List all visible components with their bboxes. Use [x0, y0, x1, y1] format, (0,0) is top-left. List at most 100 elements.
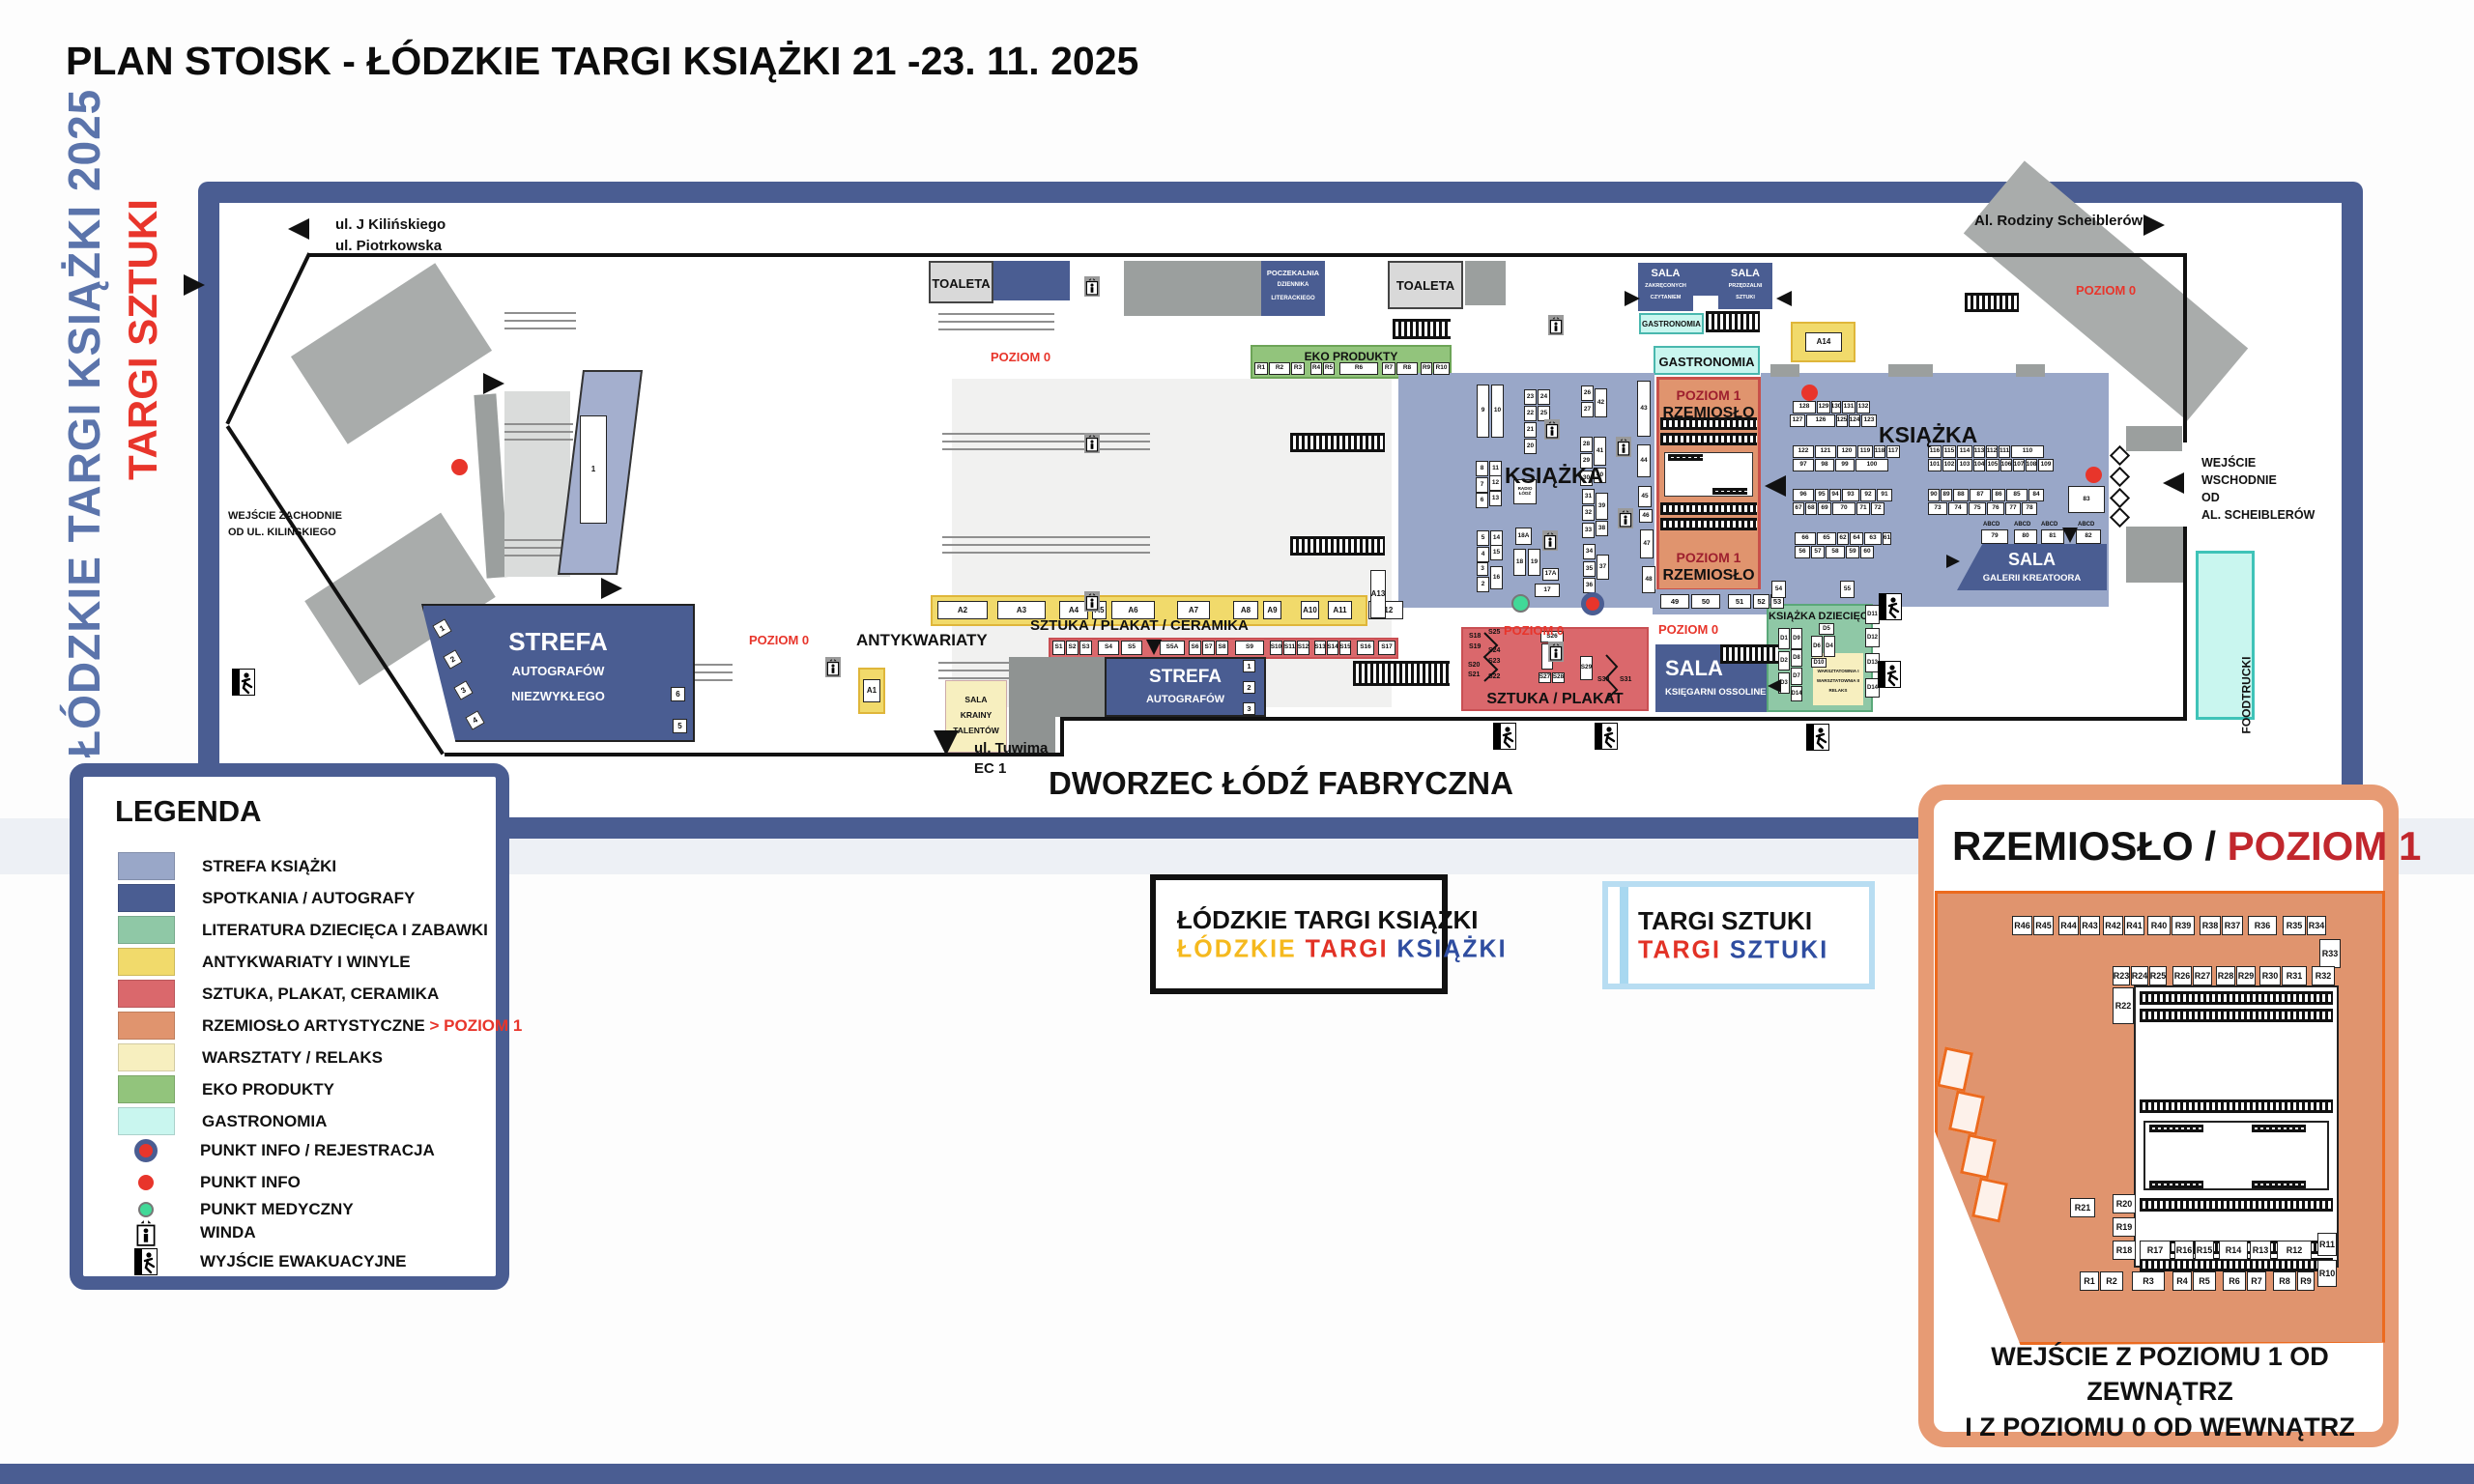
- booth-S16: S16: [1357, 641, 1374, 655]
- booth-R36: R36: [2248, 916, 2277, 935]
- legend-swatch: [118, 1219, 173, 1246]
- inset-caption-line2: I Z POZIOMU 0 OD WEWNĄTRZ: [1965, 1412, 2355, 1441]
- hall-wall: [1060, 717, 1064, 756]
- zone-label: AUTOGRAFÓW: [1145, 694, 1225, 705]
- booth-R11: R11: [2317, 1233, 2337, 1256]
- booth-111: 111: [1999, 445, 2010, 458]
- booth-79: 79: [1981, 529, 2008, 544]
- booth-122: 122: [1793, 445, 1814, 458]
- zone-gray-top-c: [2016, 364, 2045, 377]
- booth-66: 66: [1795, 532, 1816, 545]
- hall-wall: [1060, 717, 2187, 721]
- booth-R23: R23: [2113, 966, 2130, 985]
- legend-swatch: [118, 1137, 173, 1163]
- booth-R16: R16: [2174, 1241, 2194, 1260]
- booth-A6: A6: [1111, 601, 1155, 619]
- map-text: KSIĄŻKA: [1879, 422, 1978, 447]
- booth-75: 75: [1969, 502, 1986, 515]
- booth-48: 48: [1642, 566, 1655, 593]
- booth-103: 103: [1957, 459, 1972, 471]
- entrance-diamond-arrow: [2109, 466, 2131, 488]
- booth-R44: R44: [2058, 916, 2079, 935]
- booth-R12: R12: [2277, 1241, 2312, 1260]
- booth-14: 14: [1490, 530, 1503, 546]
- booth-S2: S2: [1066, 641, 1079, 655]
- booth-30: 30: [1580, 471, 1593, 486]
- booth-R20: R20: [2113, 1194, 2136, 1213]
- map-text: POZIOM 0: [1658, 622, 1719, 637]
- booth-39: 39: [1596, 493, 1608, 520]
- railway-track: [2149, 1181, 2203, 1188]
- booth-R10: R10: [1433, 362, 1450, 375]
- legend-label: PUNKT INFO / REJESTRACJA: [200, 1140, 435, 1159]
- railway-rails: [504, 539, 573, 558]
- booth-82: 82: [2076, 529, 2101, 544]
- legend-label: RZEMIOSŁO ARTYSTYCZNE > POZIOM 1: [202, 1015, 523, 1035]
- booth-R2: R2: [1269, 362, 1290, 375]
- map-text: S22: [1488, 673, 1501, 680]
- booth-108: 108: [2026, 459, 2037, 471]
- booth-19: 19: [1528, 549, 1540, 576]
- zone-label: POCZEKALNIA: [1266, 269, 1320, 277]
- booth-91: 91: [1877, 489, 1892, 501]
- zone-gray-blok-2: [1009, 717, 1055, 753]
- booth-R6: R6: [1339, 362, 1378, 375]
- zone-label: SZTUKI: [1736, 295, 1755, 300]
- booth-36: 36: [1583, 578, 1596, 593]
- map-text: POZIOM 0: [749, 633, 810, 647]
- booth-R35: R35: [2283, 916, 2306, 935]
- railway-track: [2252, 1125, 2306, 1132]
- booth-A13: A13: [1370, 570, 1386, 618]
- booth-D1: D1: [1778, 628, 1790, 649]
- legend-swatch: [118, 1169, 173, 1195]
- map-text: WEJŚCIE: [2201, 456, 2257, 470]
- booth-17A: 17A: [1542, 568, 1559, 581]
- zone-label: ZAKRĘCONYCH: [1645, 283, 1686, 289]
- booth-R39: R39: [2172, 916, 2195, 935]
- map-text: S20: [1468, 662, 1481, 669]
- direction-arrow-right: [601, 578, 622, 599]
- booth-126: 126: [1806, 414, 1835, 427]
- booth-1: 1: [580, 415, 607, 524]
- booth-R45: R45: [2033, 916, 2054, 935]
- booth-S5A: S5A: [1160, 641, 1185, 655]
- legend-label: WYJŚCIE EWAKUACYJNE: [200, 1251, 407, 1270]
- map-text: S30: [1597, 676, 1610, 683]
- booth-R4: R4: [2172, 1271, 2192, 1291]
- railway-track: [1353, 661, 1450, 686]
- booth-A8: A8: [1233, 601, 1258, 619]
- zone-label: DZIENNIKA: [1277, 282, 1309, 288]
- zone-label: CZYTANIEM: [1650, 295, 1682, 300]
- map-text: ABCD: [2041, 522, 2058, 528]
- zone-label: SALA: [1651, 268, 1681, 279]
- inset-caption-line1: WEJŚCIE Z POZIOMU 1 OD ZEWNĄTRZ: [1991, 1342, 2329, 1407]
- legend-label: SZTUKA, PLAKAT, CERAMIKA: [202, 984, 440, 1003]
- booth-R24: R24: [2131, 966, 2148, 985]
- map-text: ABCD: [2014, 522, 2031, 528]
- zone-label: POZIOM 1: [1676, 387, 1741, 403]
- legend-label: LITERATURA DZIECIĘCA I ZABAWKI: [202, 920, 488, 939]
- legend-item-3: LITERATURA DZIECIĘCA I ZABAWKI: [118, 916, 488, 944]
- zone-a1-stoisko: [858, 668, 885, 714]
- map-text: S25: [1488, 629, 1501, 636]
- booth-6: 6: [671, 687, 685, 701]
- zone-gray-top-b: [1888, 364, 1933, 377]
- booth-131: 131: [1842, 401, 1856, 414]
- railway-track: [1660, 433, 1757, 445]
- zone-roof-center: [1124, 261, 1261, 316]
- booth-S29: S29: [1580, 656, 1593, 680]
- zone-foodtrucki: [2196, 551, 2255, 720]
- booth-D14: D14: [1791, 686, 1802, 701]
- booth-105: 105: [1986, 459, 1999, 471]
- booth-D14: D14: [1865, 678, 1880, 698]
- booth-R25: R25: [2149, 966, 2167, 985]
- railway-track: [1712, 488, 1747, 495]
- direction-arrow-down: [2062, 528, 2078, 543]
- legend-label: PUNKT INFO: [200, 1172, 301, 1191]
- booth-R22: R22: [2113, 987, 2134, 1024]
- point-reg: [1581, 592, 1604, 615]
- booth-R5: R5: [2193, 1271, 2216, 1291]
- booth-18A: 18A: [1515, 528, 1532, 545]
